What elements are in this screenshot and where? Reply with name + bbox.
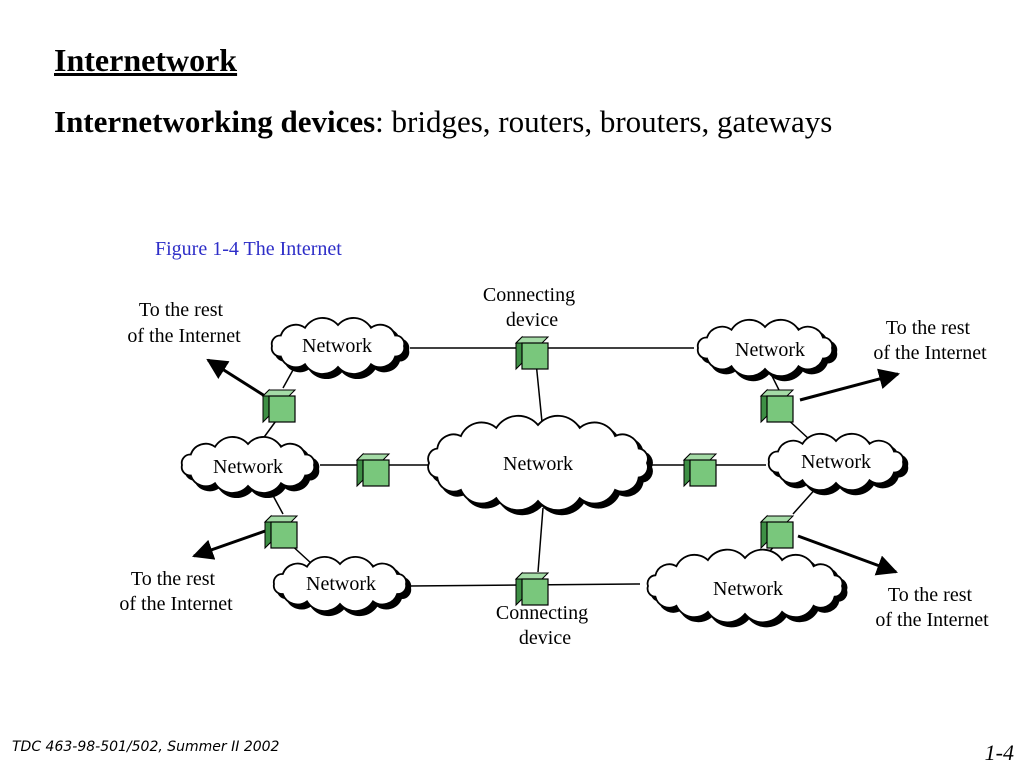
rest-bottom-right-label-1: To the rest xyxy=(888,584,973,606)
subtitle-bold: Internetworking devices xyxy=(54,104,376,139)
footer-course: TDC 463-98-501/502, Summer II 2002 xyxy=(12,739,280,755)
network-cloud-bottom-left: Network xyxy=(272,556,412,617)
internet-arrows xyxy=(192,358,901,576)
connecting-device-bottom-label-2: device xyxy=(519,627,571,649)
connecting-device-bottom xyxy=(514,571,550,607)
device-top-face xyxy=(682,453,718,461)
network-label: Network xyxy=(735,339,805,361)
rest-bottom-left-label-2: of the Internet xyxy=(119,593,233,615)
slide-title: Internetwork xyxy=(54,42,238,78)
rest-top-right-label-1: To the rest xyxy=(886,317,971,339)
device-top-face xyxy=(514,336,550,344)
device-top-face xyxy=(759,389,795,397)
connecting-device-top-left xyxy=(261,388,297,424)
network-label: Network xyxy=(801,451,871,473)
cloud-body xyxy=(427,414,649,512)
device-front-face xyxy=(521,578,549,606)
cloud-body xyxy=(272,556,408,612)
network-cloud-top-left: Network xyxy=(270,317,410,380)
connecting-device-top-right xyxy=(759,388,795,424)
connecting-device-left xyxy=(355,452,391,488)
rest-bottom-right-label-2: of the Internet xyxy=(875,609,989,631)
network-cloud-middle-left: Network xyxy=(180,436,320,499)
network-cloud-middle-right: Network xyxy=(767,432,909,496)
connecting-device-top xyxy=(514,335,550,371)
network-cloud-bottom-right: Network xyxy=(646,548,848,628)
network-label: Network xyxy=(213,456,283,478)
rest-top-right-label-2: of the Internet xyxy=(873,342,987,364)
subtitle-rest: : bridges, routers, brouters, gateways xyxy=(375,104,833,139)
network-cloud-top-right: Network xyxy=(696,318,838,382)
footer-page-number: 1-4 xyxy=(984,740,1014,765)
cloud-body xyxy=(270,317,406,375)
device-front-face xyxy=(766,521,794,549)
cloud-body xyxy=(696,318,834,378)
device-top-face xyxy=(355,453,391,461)
device-front-face xyxy=(270,521,298,549)
device-top-face xyxy=(514,572,550,580)
network-label: Network xyxy=(503,453,573,475)
slide-subtitle: Internetworking devices: bridges, router… xyxy=(54,104,832,140)
arrow-top-right xyxy=(799,368,901,402)
cloud-body xyxy=(767,432,905,492)
figure-caption: Figure 1-4 The Internet xyxy=(155,238,342,260)
device-top-face xyxy=(261,389,297,397)
device-top-face xyxy=(263,515,299,523)
connecting-device-right xyxy=(682,452,718,488)
connecting-devices xyxy=(261,335,795,607)
diagram-labels: Connecting device Connecting device To t… xyxy=(119,284,989,649)
connecting-device-top-label-2: device xyxy=(506,309,558,331)
device-front-face xyxy=(362,459,390,487)
connecting-device-top-label-1: Connecting xyxy=(483,284,575,306)
arrow-bottom-left xyxy=(192,528,269,560)
cloud-body xyxy=(180,436,316,494)
rest-top-left-label-2: of the Internet xyxy=(127,325,241,347)
network-label: Network xyxy=(306,573,376,595)
network-cloud-center: Network xyxy=(427,414,653,516)
rest-top-left-label-1: To the rest xyxy=(139,299,224,321)
connecting-device-bottom-label-1: Connecting xyxy=(496,602,588,624)
network-label: Network xyxy=(713,578,783,600)
device-front-face xyxy=(521,342,549,370)
connecting-device-bottom-left xyxy=(263,514,299,550)
connecting-device-bottom-right xyxy=(759,514,795,550)
device-front-face xyxy=(689,459,717,487)
arrow-top-left xyxy=(206,358,269,400)
rest-bottom-left-label-1: To the rest xyxy=(131,568,216,590)
device-top-face xyxy=(759,515,795,523)
network-label: Network xyxy=(302,335,372,357)
arrow-bottom-right xyxy=(797,534,898,576)
device-front-face xyxy=(766,395,794,423)
device-front-face xyxy=(268,395,296,423)
cloud-body xyxy=(646,548,844,624)
